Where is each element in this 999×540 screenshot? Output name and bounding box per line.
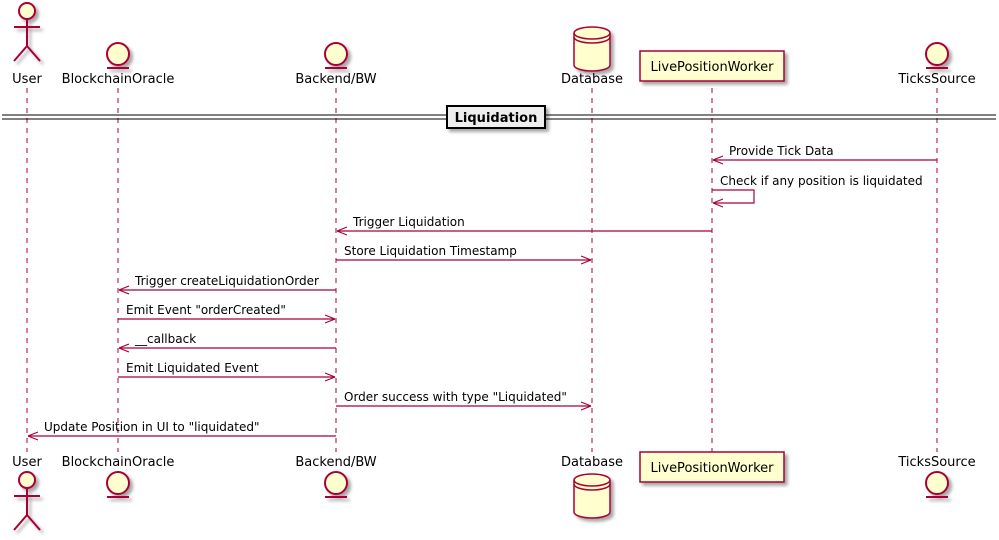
divider-liquidation: Liquidation: [2, 105, 996, 129]
message-4: Store Liquidation Timestamp: [336, 244, 592, 265]
entity-icon: [324, 471, 348, 498]
entity-icon: [925, 471, 949, 498]
participant-oracle-bottom: BlockchainOracle: [62, 455, 175, 498]
participant-box: [639, 451, 785, 483]
entity-icon: [324, 42, 348, 69]
participant-ticks-bottom: TicksSource: [897, 455, 976, 498]
message-1: Provide Tick Data: [712, 144, 937, 165]
entity-icon: [106, 471, 130, 498]
message-10: Update Position in UI to "liquidated": [27, 420, 336, 441]
message-label: Order success with type "Liquidated": [344, 390, 567, 404]
database-icon: [573, 26, 611, 72]
arrow-head: [324, 372, 336, 378]
participant-worker-top: LivePositionWorker: [639, 50, 785, 82]
participant-label: TicksSource: [897, 455, 975, 470]
message-9: Order success with type "Liquidated": [336, 390, 592, 411]
participant-backend-top: Backend/BW: [295, 42, 377, 87]
message-label: Emit Liquidated Event: [126, 361, 259, 375]
participant-ticks-top: TicksSource: [897, 42, 976, 87]
message-label: Check if any position is liquidated: [720, 174, 923, 188]
participant-oracle-top: BlockchainOracle: [62, 42, 175, 87]
participant-label: Backend/BW: [295, 72, 376, 87]
arrow-head: [580, 259, 592, 265]
entity-icon: [925, 42, 949, 69]
participant-label: BlockchainOracle: [62, 455, 175, 470]
arrow-head: [118, 343, 130, 349]
message-2: Check if any position is liquidated: [712, 174, 923, 208]
message-label: Trigger Liquidation: [352, 215, 465, 229]
message-7: __callback: [118, 332, 336, 353]
arrow-head: [324, 376, 336, 382]
participant-backend-bottom: Backend/BW: [295, 455, 377, 498]
message-label: Trigger createLiquidationOrder: [134, 274, 319, 288]
message-6: Emit Event "orderCreated": [118, 303, 336, 324]
arrow-head: [580, 401, 592, 407]
arrow-head: [580, 255, 592, 261]
participant-label: Database: [561, 72, 623, 87]
arrow-head: [324, 318, 336, 324]
arrow-head: [580, 405, 592, 411]
actor-icon: [13, 471, 41, 531]
arrow-head: [712, 198, 724, 204]
participant-label: User: [12, 72, 42, 87]
participant-user-bottom: User: [12, 455, 42, 531]
message-label: Update Position in UI to "liquidated": [44, 420, 260, 434]
participant-worker-bottom: LivePositionWorker: [639, 451, 785, 483]
divider-title: Liquidation: [455, 111, 538, 126]
arrow-head: [712, 159, 724, 165]
participant-label: TicksSource: [897, 72, 975, 87]
database-icon: [573, 473, 611, 519]
participant-label: LivePositionWorker: [651, 461, 775, 476]
participant-heads: UserUserBlockchainOracleBlockchainOracle…: [12, 2, 976, 531]
arrow-head: [27, 431, 39, 437]
participant-user-top: User: [12, 2, 42, 87]
arrow-head: [118, 347, 130, 353]
message-8: Emit Liquidated Event: [118, 361, 336, 382]
participant-database-top: Database: [561, 26, 623, 87]
participant-box: [639, 50, 785, 82]
message-5: Trigger createLiquidationOrder: [118, 274, 336, 295]
arrow-head: [118, 285, 130, 291]
message-label: __callback: [134, 332, 196, 346]
message-label: Provide Tick Data: [729, 144, 834, 158]
participant-label: Backend/BW: [295, 455, 376, 470]
arrow-head: [324, 314, 336, 320]
arrow-head: [712, 155, 724, 161]
message-3: Trigger Liquidation: [336, 215, 712, 236]
arrow-head: [27, 435, 39, 441]
participant-label: BlockchainOracle: [62, 72, 175, 87]
message-label: Emit Event "orderCreated": [126, 303, 286, 317]
arrow-head: [118, 289, 130, 295]
participant-label: User: [12, 455, 42, 470]
participant-label: LivePositionWorker: [651, 60, 775, 75]
arrow-head: [712, 202, 724, 208]
participant-label: Database: [561, 455, 623, 470]
entity-icon: [106, 42, 130, 69]
lifelines: [26, 88, 938, 452]
arrow-head: [336, 226, 348, 232]
actor-icon: [13, 2, 41, 62]
participant-database-bottom: Database: [561, 455, 623, 519]
arrow-head: [336, 230, 348, 236]
message-arrow: [712, 189, 755, 204]
message-label: Store Liquidation Timestamp: [344, 244, 517, 258]
